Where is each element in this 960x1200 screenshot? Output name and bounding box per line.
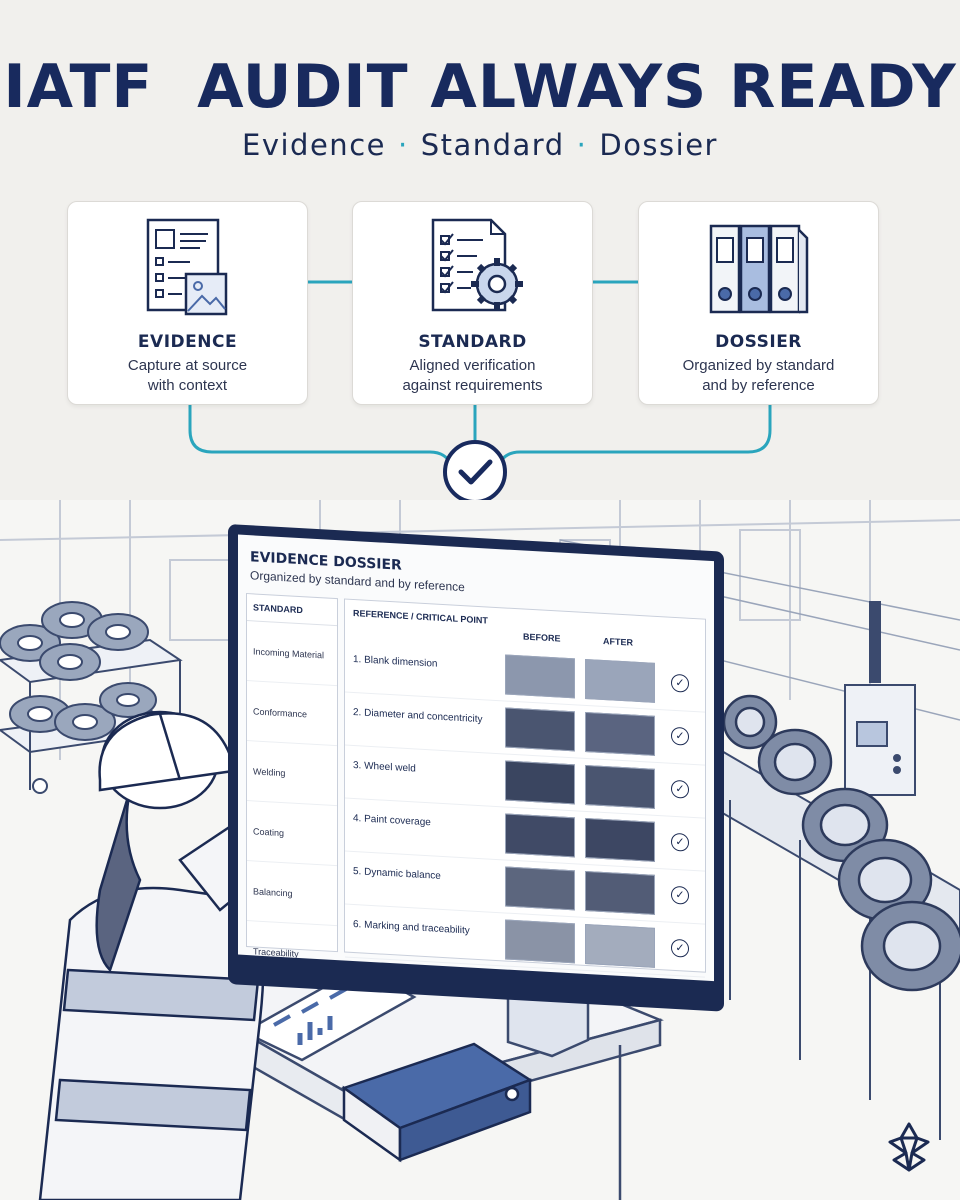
card-description: Capture at source with context <box>127 357 248 394</box>
separator-dot: · <box>576 128 588 162</box>
card-title: STANDARD <box>418 332 527 352</box>
before-photo[interactable] <box>505 654 575 699</box>
subtitle-dossier: Dossier <box>599 128 718 162</box>
dossier-subtitle: Organized by standard and by reference <box>250 568 465 595</box>
card-description: Organized by standard and by reference <box>682 357 835 394</box>
binder <box>341 1042 533 1163</box>
control-panel <box>844 601 916 796</box>
check-icon: ✓ <box>671 832 689 852</box>
standard-item[interactable]: Traceability <box>247 921 337 982</box>
document-image-icon <box>146 218 227 316</box>
check-circle-icon <box>443 440 507 504</box>
subtitle-standard: Standard <box>420 128 565 162</box>
check-icon: ✓ <box>671 938 689 958</box>
after-photo[interactable] <box>585 764 655 809</box>
card-dossier: DOSSIER Organized by standard and by ref… <box>638 201 879 405</box>
card-description: Aligned verification against requirement… <box>402 357 543 394</box>
standard-item[interactable]: Incoming Material <box>247 621 337 687</box>
page-title: IATF AUDIT ALWAYS READY <box>3 52 957 122</box>
reference-label: 3. Wheel weld <box>353 759 416 775</box>
reference-label: 2. Diameter and concentricity <box>353 706 483 726</box>
card-evidence: EVIDENCE Capture at source with context <box>67 201 308 405</box>
flow-connectors <box>188 280 772 504</box>
after-photo[interactable] <box>585 870 655 915</box>
card-title: EVIDENCE <box>137 332 238 352</box>
checklist-gear-icon <box>431 218 523 312</box>
monitor: EVIDENCE DOSSIER Organized by standard a… <box>228 524 724 1012</box>
before-photo[interactable] <box>505 919 575 964</box>
before-photo[interactable] <box>505 866 575 911</box>
reference-header: REFERENCE / CRITICAL POINT <box>353 607 488 626</box>
monitor-screen: EVIDENCE DOSSIER Organized by standard a… <box>238 534 714 982</box>
card-title: DOSSIER <box>715 332 802 352</box>
after-photo[interactable] <box>585 923 655 968</box>
card-standard: STANDARD Aligned verification against re… <box>352 201 593 405</box>
standard-item[interactable]: Balancing <box>247 861 337 927</box>
separator-dot: · <box>397 128 409 162</box>
binders-icon <box>709 224 808 314</box>
reference-label: 5. Dynamic balance <box>353 865 441 882</box>
rack-wheel-icon <box>0 601 157 741</box>
reference-rows: 1. Blank dimension ✓ 2. Diameter and conce… <box>345 639 705 978</box>
before-photo[interactable] <box>505 707 575 752</box>
check-icon: ✓ <box>671 726 689 746</box>
brand-logo-icon <box>888 1122 930 1172</box>
reference-label: 4. Paint coverage <box>353 812 431 829</box>
before-header: BEFORE <box>523 631 561 644</box>
after-header: AFTER <box>603 635 633 648</box>
reference-label: 6. Marking and traceability <box>353 918 470 937</box>
after-photo[interactable] <box>585 817 655 862</box>
check-icon: ✓ <box>671 885 689 905</box>
reference-label: 1. Blank dimension <box>353 653 438 670</box>
standard-item[interactable]: Welding <box>247 741 337 807</box>
after-photo[interactable] <box>585 658 655 703</box>
check-icon: ✓ <box>671 673 689 693</box>
standard-item[interactable]: Conformance <box>247 681 337 747</box>
before-photo[interactable] <box>505 760 575 805</box>
page-subtitle: Evidence · Standard · Dossier <box>0 128 960 162</box>
check-icon: ✓ <box>671 779 689 799</box>
before-photo[interactable] <box>505 813 575 858</box>
conveyor-wheel-icon <box>722 694 960 992</box>
reference-table: REFERENCE / CRITICAL POINT BEFORE AFTER … <box>344 598 706 978</box>
standard-item[interactable]: Coating <box>247 801 337 867</box>
after-photo[interactable] <box>585 711 655 756</box>
subtitle-evidence: Evidence <box>242 128 386 162</box>
